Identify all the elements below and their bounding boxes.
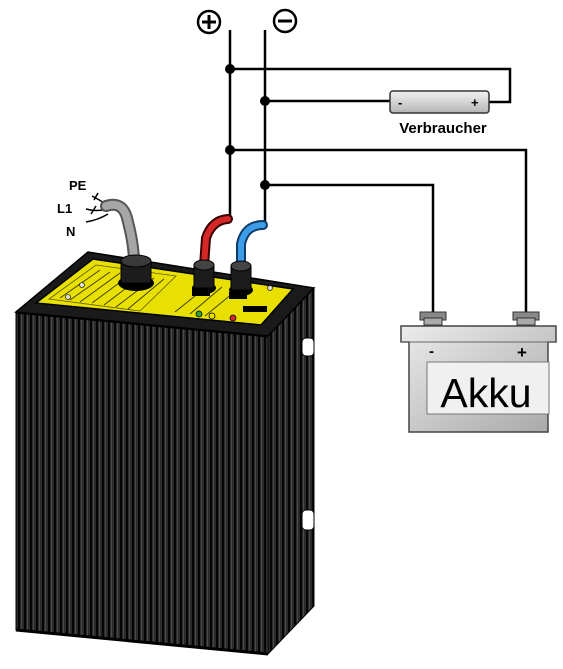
status-led-red xyxy=(229,314,237,322)
status-led-yellow xyxy=(208,312,216,320)
mounting-bracket xyxy=(301,509,315,531)
battery-label-plate xyxy=(426,361,550,415)
junction-dots xyxy=(225,64,270,190)
heatsink-front xyxy=(15,311,269,655)
junction-dot xyxy=(260,96,270,106)
battery-positive-wire xyxy=(230,148,528,312)
positive-terminal-symbol xyxy=(196,9,222,35)
battery-plus-label: + xyxy=(517,343,527,362)
load-minus-label: - xyxy=(398,95,402,110)
n-label: N xyxy=(66,224,75,239)
charger-unit xyxy=(14,251,316,656)
load-label: Verbraucher xyxy=(399,120,487,137)
positive-cable xyxy=(201,216,231,269)
load-component: - + Verbraucher xyxy=(389,90,490,137)
junction-dot xyxy=(225,145,235,155)
l1-label: L1 xyxy=(57,201,72,216)
junction-dot xyxy=(225,64,235,74)
bus-wires xyxy=(228,30,528,312)
mounting-bracket xyxy=(301,337,315,357)
junction-dot xyxy=(260,180,270,190)
pe-label: PE xyxy=(69,178,87,193)
screw xyxy=(79,282,85,288)
mains-labels: PE L1 N xyxy=(57,178,87,239)
screw xyxy=(65,294,71,300)
screw xyxy=(267,285,273,291)
battery: - + Akku xyxy=(400,311,557,433)
battery-label: Akku xyxy=(440,370,531,416)
load-plus-label: + xyxy=(471,95,479,110)
status-led-green xyxy=(195,310,203,318)
negative-terminal-symbol xyxy=(272,8,298,34)
battery-negative-wire xyxy=(265,183,435,312)
negative-cable xyxy=(238,222,266,269)
label-plate xyxy=(34,258,295,326)
load-positive-wire xyxy=(230,67,512,104)
battery-minus-label: - xyxy=(429,343,434,360)
mains-cable xyxy=(102,200,138,267)
